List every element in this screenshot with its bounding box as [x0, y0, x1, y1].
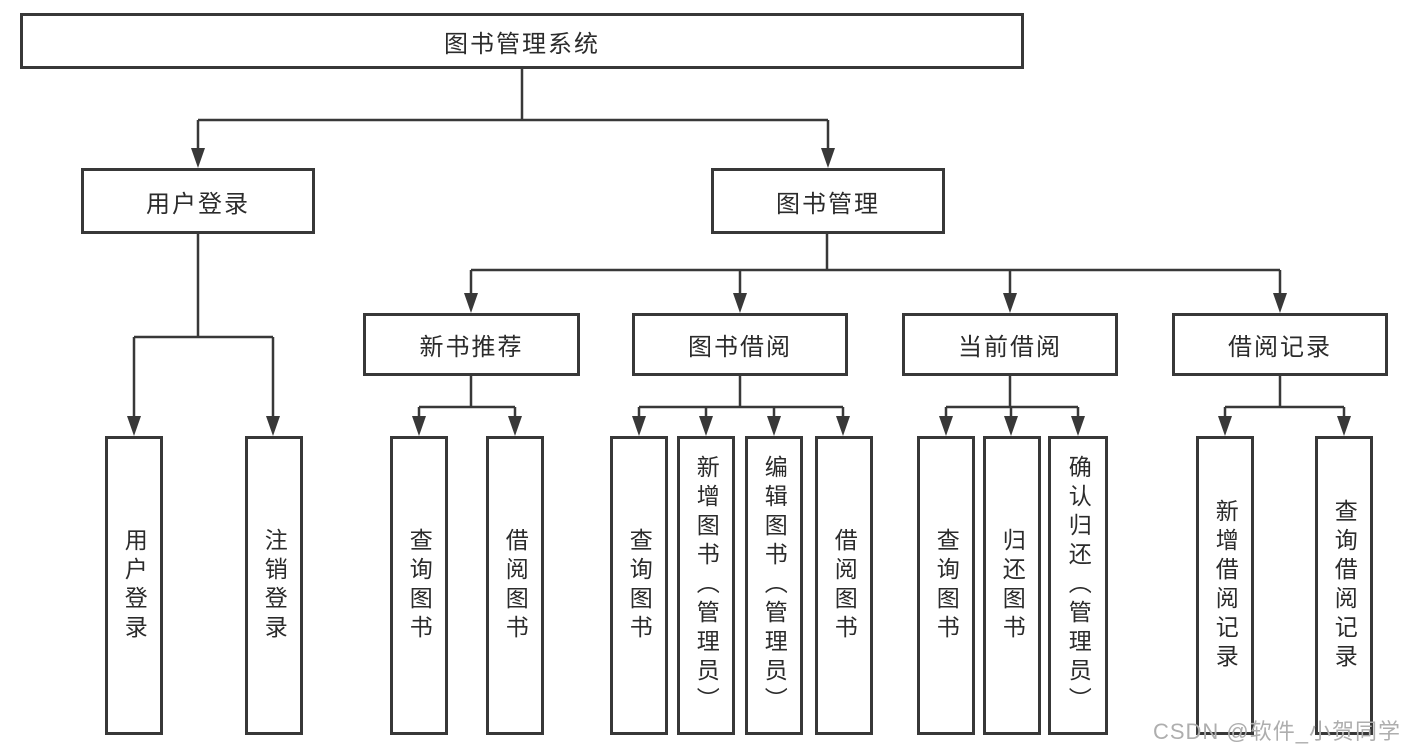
connector-book-management	[464, 233, 1287, 313]
leaf-query-books-borrowing: 查询图书	[610, 436, 668, 735]
node-current-borrowing-label: 当前借阅	[958, 334, 1062, 361]
leaf-query-books-recommend: 查询图书	[390, 436, 448, 735]
node-book-borrowing-label: 图书借阅	[688, 334, 792, 361]
leaf-borrow-books-borrowing-label: 借阅图书	[831, 527, 858, 644]
leaf-confirm-return-admin-label: 确认归还（管理员）	[1065, 455, 1092, 716]
leaf-query-books-borrowing-label: 查询图书	[626, 527, 653, 644]
leaf-logout-label: 注销登录	[261, 527, 288, 644]
node-current-borrowing: 当前借阅	[902, 313, 1118, 376]
leaf-add-borrow-record-label: 新增借阅记录	[1212, 498, 1239, 673]
leaf-borrow-books-recommend: 借阅图书	[486, 436, 544, 735]
node-user-login-label: 用户登录	[146, 190, 250, 218]
leaf-edit-books-admin-label: 编辑图书（管理员）	[761, 455, 788, 716]
leaf-query-borrow-record: 查询借阅记录	[1315, 436, 1373, 735]
node-user-login: 用户登录	[81, 168, 315, 234]
node-library-system: 图书管理系统	[20, 13, 1024, 69]
leaf-return-books-label: 归还图书	[999, 527, 1026, 644]
leaf-query-books-current: 查询图书	[917, 436, 975, 735]
node-library-system-label: 图书管理系统	[444, 30, 600, 58]
node-borrow-records-label: 借阅记录	[1228, 334, 1332, 361]
leaf-add-borrow-record: 新增借阅记录	[1196, 436, 1254, 735]
leaf-add-books-admin-label: 新增图书（管理员）	[693, 455, 720, 716]
leaf-return-books: 归还图书	[983, 436, 1041, 735]
node-book-management: 图书管理	[711, 168, 945, 234]
leaf-user-login-label: 用户登录	[121, 527, 148, 644]
leaf-query-borrow-record-label: 查询借阅记录	[1331, 498, 1358, 673]
node-borrow-records: 借阅记录	[1172, 313, 1388, 376]
node-new-book-recommend: 新书推荐	[363, 313, 580, 376]
leaf-query-books-current-label: 查询图书	[933, 527, 960, 644]
leaf-logout: 注销登录	[245, 436, 303, 735]
node-book-borrowing: 图书借阅	[632, 313, 848, 376]
leaf-add-books-admin: 新增图书（管理员）	[677, 436, 735, 735]
leaf-user-login: 用户登录	[105, 436, 163, 735]
leaf-confirm-return-admin: 确认归还（管理员）	[1048, 436, 1108, 735]
connector-borrow-records	[1218, 375, 1351, 436]
connector-new-book-recommend	[412, 375, 522, 436]
leaf-query-books-recommend-label: 查询图书	[406, 527, 433, 644]
connector-book-borrowing	[632, 375, 850, 436]
connector-current-borrowing	[939, 375, 1085, 436]
leaf-borrow-books-borrowing: 借阅图书	[815, 436, 873, 735]
leaf-borrow-books-recommend-label: 借阅图书	[502, 527, 529, 644]
node-book-management-label: 图书管理	[776, 190, 880, 218]
watermark-text: CSDN @软件_小贺同学	[1152, 719, 1401, 744]
leaf-edit-books-admin: 编辑图书（管理员）	[745, 436, 803, 735]
connector-root	[191, 69, 835, 168]
node-new-book-recommend-label: 新书推荐	[419, 334, 524, 361]
connector-user-login	[127, 233, 280, 436]
